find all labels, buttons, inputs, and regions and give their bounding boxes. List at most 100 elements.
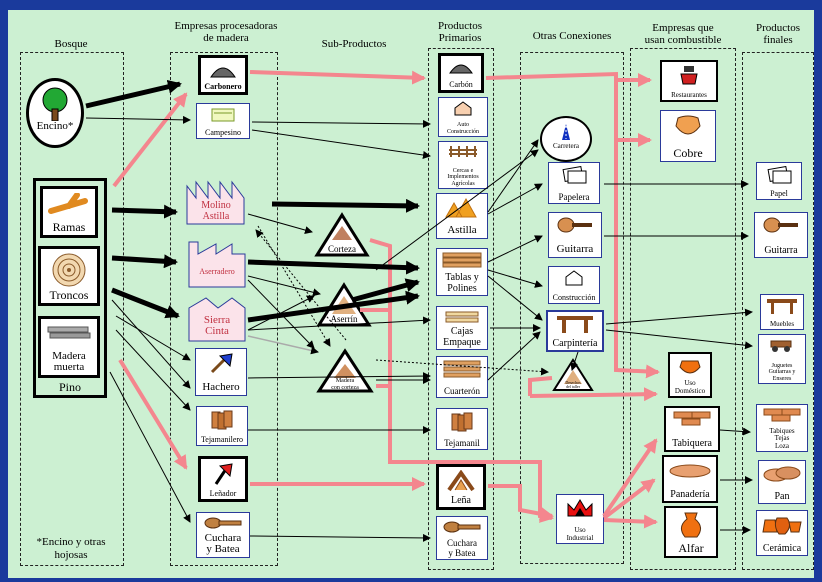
header-subproductos: Sub-Productos — [321, 38, 387, 50]
node-molino-astilla: Molino Astilla — [186, 180, 246, 225]
house-icon — [454, 101, 472, 116]
pot-icon — [675, 115, 701, 135]
pile-icon — [445, 197, 477, 218]
house-icon — [565, 270, 583, 286]
pot-icon — [679, 360, 701, 374]
node-ceramica: Cerámica — [756, 510, 808, 556]
bread-icon — [669, 464, 711, 478]
node-cuchara-primario: Cuchara y Batea — [436, 516, 488, 560]
node-alfar: Alfar — [664, 506, 718, 558]
footnote: *Encino y otras hojosas — [36, 536, 106, 561]
node-ramas: Ramas — [40, 186, 98, 238]
paper-icon — [562, 166, 587, 184]
pottery-icon — [762, 517, 802, 535]
guitar-icon — [557, 217, 592, 233]
label-pino: Pino — [58, 380, 81, 394]
factory-icon — [188, 241, 246, 288]
node-cuarteron: Cuarterón — [436, 356, 488, 398]
node-guitarra: Guitarra — [548, 212, 602, 258]
node-lenador: Leñador — [198, 456, 248, 502]
table-icon — [767, 299, 797, 314]
node-aserradero: Aserradero — [188, 240, 246, 288]
road-icon — [562, 124, 570, 140]
node-cercas: Cercas e Implementos Agrícolas — [438, 141, 488, 189]
factory-icon — [188, 297, 246, 342]
factory-icon — [186, 180, 245, 225]
bricks-icon — [763, 408, 801, 422]
node-lena: Leña — [436, 464, 486, 510]
planks-icon — [47, 326, 91, 339]
node-pan: Pan — [758, 460, 806, 504]
node-papel: Papel — [756, 162, 802, 200]
node-restaurantes: Restaurantes — [660, 60, 718, 102]
node-troncos: Troncos — [38, 246, 100, 306]
log-rings-icon — [52, 253, 86, 287]
planks-icon — [443, 360, 481, 378]
guitar-icon — [763, 217, 798, 233]
sheets-icon — [211, 108, 235, 122]
node-tabiquera: Tabiquera — [664, 406, 720, 452]
header-otras: Otras Conexiones — [532, 30, 612, 42]
column-finales — [742, 52, 814, 570]
node-papelera: Papelera — [548, 162, 600, 204]
node-carretera: Carretera — [540, 116, 592, 162]
node-uso-domestico: Uso Doméstico — [668, 352, 712, 398]
header-primarios: Productos Primarios — [438, 20, 482, 44]
bread-icon — [763, 466, 801, 482]
header-combustible: Empresas que usan combustible — [644, 22, 722, 46]
shingles-icon — [451, 412, 473, 432]
node-madera-muerta: Madera muerta — [38, 316, 100, 378]
node-tejamanilero: Tejamanilero — [196, 406, 248, 446]
node-panaderia: Panadería — [662, 455, 718, 503]
node-cobre: Cobre — [660, 110, 716, 162]
charcoal-icon — [210, 67, 236, 78]
fire-icon — [567, 499, 593, 517]
node-guitarra-final: Guitarra — [754, 212, 808, 258]
pottery-icon — [681, 512, 701, 538]
pile-icon — [552, 358, 594, 391]
node-uso-industrial: Uso Industrial — [556, 494, 604, 544]
planks-icon — [445, 311, 479, 323]
axe-icon — [214, 463, 233, 485]
node-campesino: Campesino — [196, 103, 250, 139]
header-empresas: Empresas procesadoras de madera — [174, 20, 278, 44]
tree-icon — [42, 87, 68, 121]
node-astilla: Astilla — [436, 193, 488, 239]
node-tabiques: Tabiques Tejas Loza — [756, 404, 808, 452]
node-carpinteria: Carpintería — [546, 310, 604, 352]
bricks-icon — [673, 411, 711, 426]
pile-icon — [316, 348, 374, 393]
node-tablas: Tablas y Polines — [436, 248, 488, 296]
node-cajas: Cajas Empaque — [436, 306, 488, 350]
spoon-icon — [443, 521, 481, 533]
spoon-icon — [204, 517, 242, 529]
node-carbonero: Carbonero — [198, 55, 248, 95]
node-sierra-cinta: Sierra Cinta — [188, 296, 246, 342]
paper-icon — [767, 166, 792, 184]
toys-icon — [770, 340, 792, 352]
charcoal-icon — [449, 64, 473, 74]
node-cuchara-batea: Cuchara y Batea — [196, 512, 250, 558]
node-carbon: Carbón — [438, 53, 484, 93]
header-bosque: Bosque — [54, 38, 88, 50]
node-tejamanil: Tejamanil — [436, 408, 488, 450]
node-desechos-taller: Desechos del taller — [552, 358, 594, 392]
stove-icon — [680, 66, 698, 85]
node-muebles: Muebles — [760, 294, 804, 330]
node-aserrin: Aserrín — [316, 282, 372, 328]
node-construccion: Construcción — [548, 266, 600, 304]
node-hachero: Hachero — [195, 348, 247, 396]
axe-icon — [210, 353, 233, 374]
node-corteza: Corteza — [314, 212, 370, 258]
header-finales: Productos finales — [756, 22, 800, 46]
branch-icon — [48, 193, 88, 214]
node-juguetes: Juguetes Guitarras y Enseres — [758, 334, 806, 384]
fence-icon — [449, 146, 477, 157]
fire-icon — [447, 470, 475, 492]
table-icon — [557, 316, 593, 333]
shingles-icon — [211, 410, 233, 430]
node-auto-construccion: Auto Construcción — [438, 97, 488, 137]
node-encino: Encino* — [26, 78, 84, 148]
node-madera-corteza: Madera con corteza — [316, 348, 374, 394]
